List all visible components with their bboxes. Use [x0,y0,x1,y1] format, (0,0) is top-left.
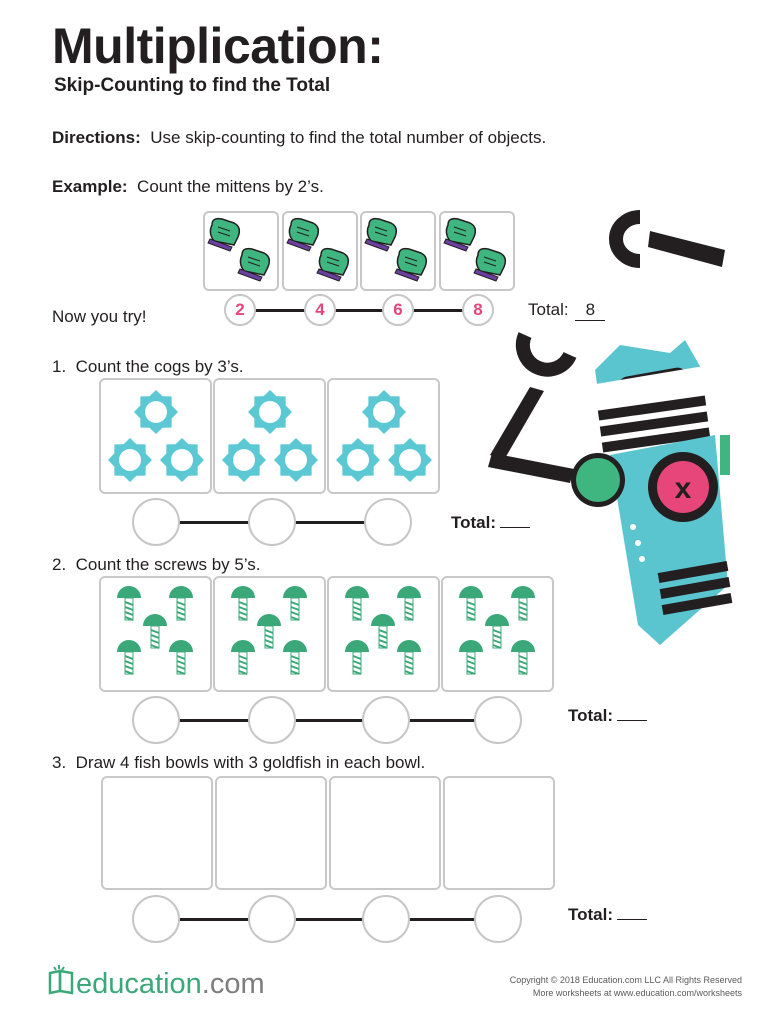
screw-box [99,576,212,692]
copyright-notice: Copyright © 2018 Education.com LLC All R… [510,974,742,1000]
example-count-circle: 4 [304,294,336,326]
answer-circle[interactable] [248,895,296,943]
now-you-try-text: Now you try! [52,307,147,326]
cog-box [213,378,326,494]
example-total-label: Total: [528,300,569,319]
answer-circle[interactable] [364,498,412,546]
problem-2-connector-line [156,719,498,722]
example-count-circle: 8 [462,294,494,326]
svg-text:x: x [675,472,692,505]
mitten-box [282,211,358,291]
mitten-icon [286,217,350,282]
drawing-box[interactable] [101,776,213,890]
total-answer-blank[interactable] [617,903,648,920]
problem-number: 3. [52,753,67,772]
problem-3-connector-line [156,918,498,921]
answer-circle[interactable] [132,696,180,744]
total-label: Total: [568,706,614,725]
answer-circle[interactable] [474,696,522,744]
directions-text: Use skip-counting to find the total numb… [150,128,547,147]
total-label: Total: [568,905,614,924]
directions-label: Directions: [52,128,141,147]
robot-arm-icon [488,332,577,483]
answer-circle[interactable] [362,895,410,943]
screw-box [441,576,554,692]
total-answer-blank[interactable] [500,511,531,528]
example-total: Total: 8 [528,300,606,321]
answer-circle[interactable] [474,895,522,943]
more-worksheets-link[interactable]: More worksheets at www.education.com/wor… [532,988,742,998]
page-subtitle: Skip-Counting to find the Total [54,75,331,96]
cog-box [99,378,212,494]
answer-circle[interactable] [248,498,296,546]
example-connector-line [240,309,480,312]
answer-circle[interactable] [132,895,180,943]
mitten-box [360,211,436,291]
example-total-value: 8 [575,300,606,321]
drawing-box[interactable] [215,776,327,890]
mitten-box [203,211,279,291]
answer-circle[interactable] [362,696,410,744]
problem-text: Draw 4 fish bowls with 3 goldfish in eac… [75,753,426,772]
screw-box [327,576,440,692]
example-count-circle: 2 [224,294,256,326]
screw-box [213,576,326,692]
cog-icon [107,390,204,482]
drawing-box[interactable] [329,776,441,890]
mitten-icon [207,217,271,282]
screw-icon [230,586,307,675]
copyright-text: Copyright © 2018 Education.com LLC All R… [509,975,742,985]
robot-body: x [571,340,733,645]
logo-main-text: education [76,968,202,1000]
problem-2-instruction: 2. Count the screws by 5’s. [52,554,261,576]
directions: Directions: Use skip-counting to find th… [52,127,546,149]
screw-icon [458,586,535,675]
cog-icon [221,390,318,482]
problem-1-total: Total: [451,511,531,533]
book-logo-icon [48,965,74,995]
drawing-box[interactable] [443,776,555,890]
problem-3-instruction: 3. Draw 4 fish bowls with 3 goldfish in … [52,752,425,774]
page-title: Multiplication: [52,18,384,74]
mitten-icon [443,217,507,282]
cog-icon [335,390,432,482]
answer-circle[interactable] [248,696,296,744]
example-instruction: Example: Count the mittens by 2’s. [52,176,324,198]
problem-text: Count the cogs by 3’s. [75,357,244,376]
problem-2-total: Total: [568,704,648,726]
mitten-icon [364,217,428,282]
total-answer-blank[interactable] [617,704,648,721]
logo-tld-text: .com [201,968,265,1000]
example-text: Count the mittens by 2’s. [137,177,324,196]
answer-circle[interactable] [132,498,180,546]
robot-claw-icon [609,210,725,268]
cog-box [327,378,440,494]
problem-1-instruction: 1. Count the cogs by 3’s. [52,356,244,378]
example-count-circle: 6 [382,294,414,326]
mitten-box [439,211,515,291]
screw-icon [344,586,421,675]
problem-3-total: Total: [568,903,648,925]
example-label: Example: [52,177,128,196]
robot-illustration: x [488,210,733,645]
screw-icon [116,586,193,675]
education-logo[interactable]: education.com [46,964,265,1004]
problem-number: 2. [52,555,67,574]
total-label: Total: [451,513,497,532]
problem-number: 1. [52,357,67,376]
problem-text: Count the screws by 5’s. [75,555,261,574]
